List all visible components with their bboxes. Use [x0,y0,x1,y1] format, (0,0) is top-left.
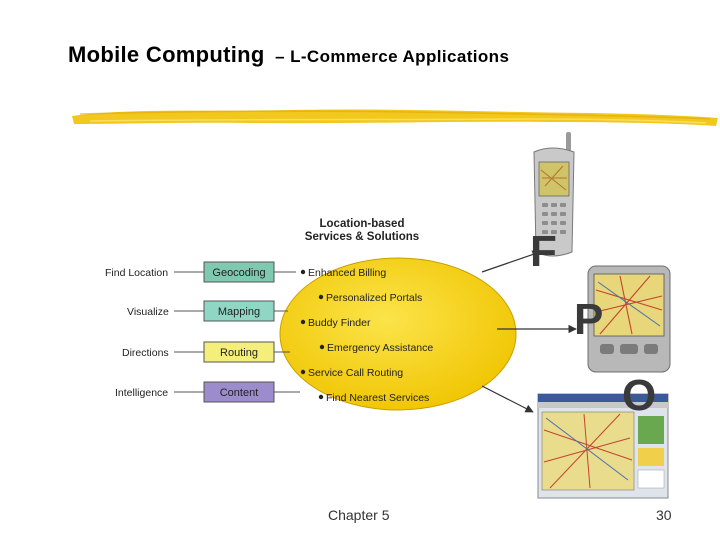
services-list: Enhanced Billing Personalized Portals Bu… [300,267,433,404]
row-3: Directions Routing [122,341,290,363]
yellow-brush-stroke [72,109,718,126]
desktop-screen-icon [537,393,669,499]
pda-icon [587,265,671,373]
services-ellipse [279,257,517,411]
row-label: Find Location [105,267,168,279]
service-item: Service Call Routing [308,367,403,379]
device-label-p: P [574,295,603,344]
row-4: Intelligence Content [115,381,300,403]
slide-title: Mobile Computing – L-Commerce Applicatio… [68,42,509,68]
service-item: Buddy Finder [308,317,371,329]
service-item: Enhanced Billing [308,267,386,279]
device-label-f: F [530,227,557,276]
mobile-phone-icon [533,132,575,257]
service-item: Personalized Portals [326,292,422,304]
box-label: Content [220,387,259,399]
arrow-to-pc [481,385,534,413]
row-label: Directions [122,347,169,359]
row-2: Visualize Mapping [127,300,288,322]
footer-chapter: Chapter 5 [328,507,390,523]
box-label: Routing [220,347,258,359]
row-1: Find Location Geocoding [105,261,296,283]
ellipse-title-line1: Location-based [320,218,405,230]
box-label: Geocoding [212,267,265,279]
service-item: Find Nearest Services [326,392,429,404]
service-item: Emergency Assistance [327,342,433,354]
row-label: Visualize [127,306,169,318]
row-label: Intelligence [115,387,168,399]
footer-page-number: 30 [656,507,672,523]
arrow-to-phone [481,250,541,273]
ellipse-title-line2: Services & Solutions [305,231,419,243]
device-label-o: O [622,371,656,420]
box-label: Mapping [218,306,260,318]
title-sub: – L-Commerce Applications [275,47,510,66]
title-main: Mobile Computing [68,42,265,67]
